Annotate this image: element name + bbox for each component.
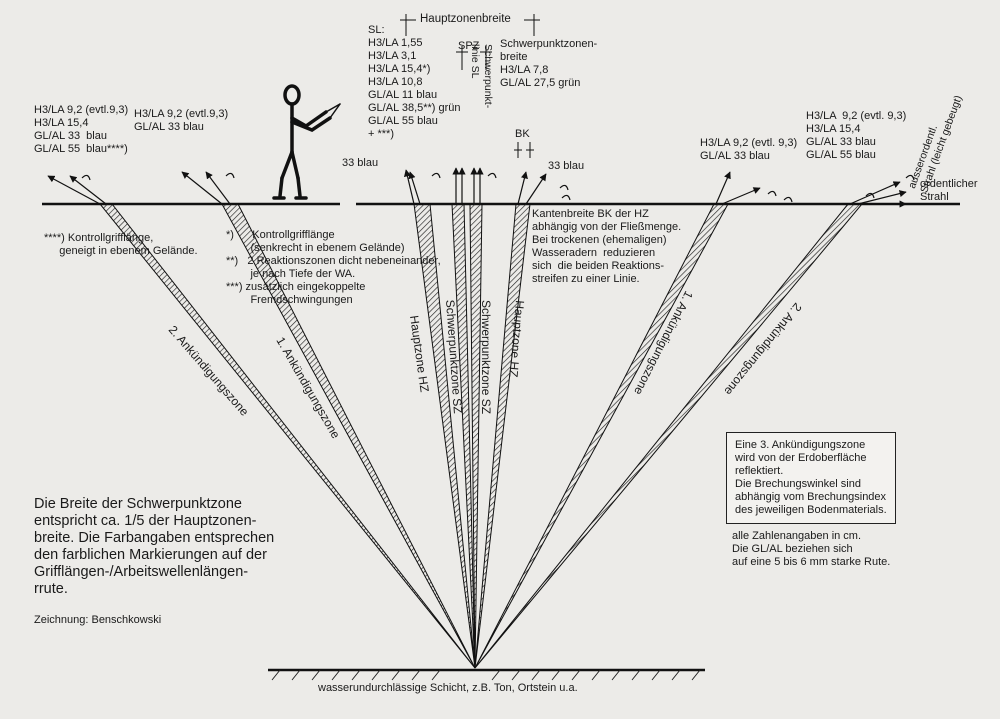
emission-arrows [47,167,915,208]
label-schwerpunktlinie: Schwerpunkt- linie SL [469,44,494,109]
label-sl-block: SL: H3/LA 1,55 H3/LA 3,1 H3/LA 15,4*) H3… [368,24,461,140]
label-note4: ****) Kontrollgrifflänge, geneigt in ebe… [44,232,198,257]
ray-sz-right [469,203,483,669]
label-right-block2: H3/LA 9,2 (evtl. 9,3) H3/LA 15,4 GL/AL 3… [806,110,907,161]
label-hz-right: Hauptzone HZ [506,300,527,378]
label-spz: SPZ [458,40,480,52]
label-units-note: alle Zahlenangaben in cm. Die GL/AL bezi… [732,530,891,568]
ray-hz-right [474,203,531,669]
ray-sz-left [451,203,476,669]
label-33-blau-right: 33 blau [548,160,585,172]
ray-ank1-right [474,203,729,669]
label-schwerpunktzonenbreite: Schwerpunktzonen- breite H3/LA 7,8 GL/AL… [500,38,598,89]
label-hauptzonenbreite: Hauptzonenbreite [420,13,511,25]
info-box-reflection: Eine 3. Ankündigungszone wird von der Er… [726,432,896,524]
label-kantenbreite: Kantenbreite BK der HZ abhängig von der … [532,208,682,285]
hauptzonenbreite-marker [400,14,540,158]
label-right-block1: H3/LA 9,2 (evtl. 9,3) GL/AL 33 blau [700,137,798,162]
label-impermeable-layer: wasserundurchlässige Schicht, z.B. Ton, … [318,682,578,694]
ray-hz-left [413,203,476,669]
caption-credit: Zeichnung: Benschkowski [34,614,162,626]
label-bk: BK [515,128,530,140]
zone-labels: 2. Ankündigungszone 1. Ankündigungszone … [166,289,805,442]
label-left-block2: H3/LA 9,2 (evtl.9,3) GL/AL 33 blau [134,108,229,133]
label-left-block1: H3/LA 9,2 (evtl.9,3) H3/LA 15,4 GL/AL 33… [34,104,129,155]
impermeable-layer [268,668,705,681]
label-sz-right: Schwerpunktzone SZ [479,300,493,414]
ray-zones [98,203,864,669]
dowser-figure-icon [272,84,341,200]
label-ordentlicher-strahl: ordentlicher Strahl [920,178,978,203]
caption-text: Die Breite der Schwerpunktzone entsprich… [34,496,275,597]
ray-ank2-right [474,203,864,669]
label-hz-left: Hauptzone HZ [407,314,432,393]
label-33-blau-left: 33 blau [342,157,379,169]
label-footnotes: *) Kontrollgrifflänge (senkrecht in eben… [226,229,441,306]
